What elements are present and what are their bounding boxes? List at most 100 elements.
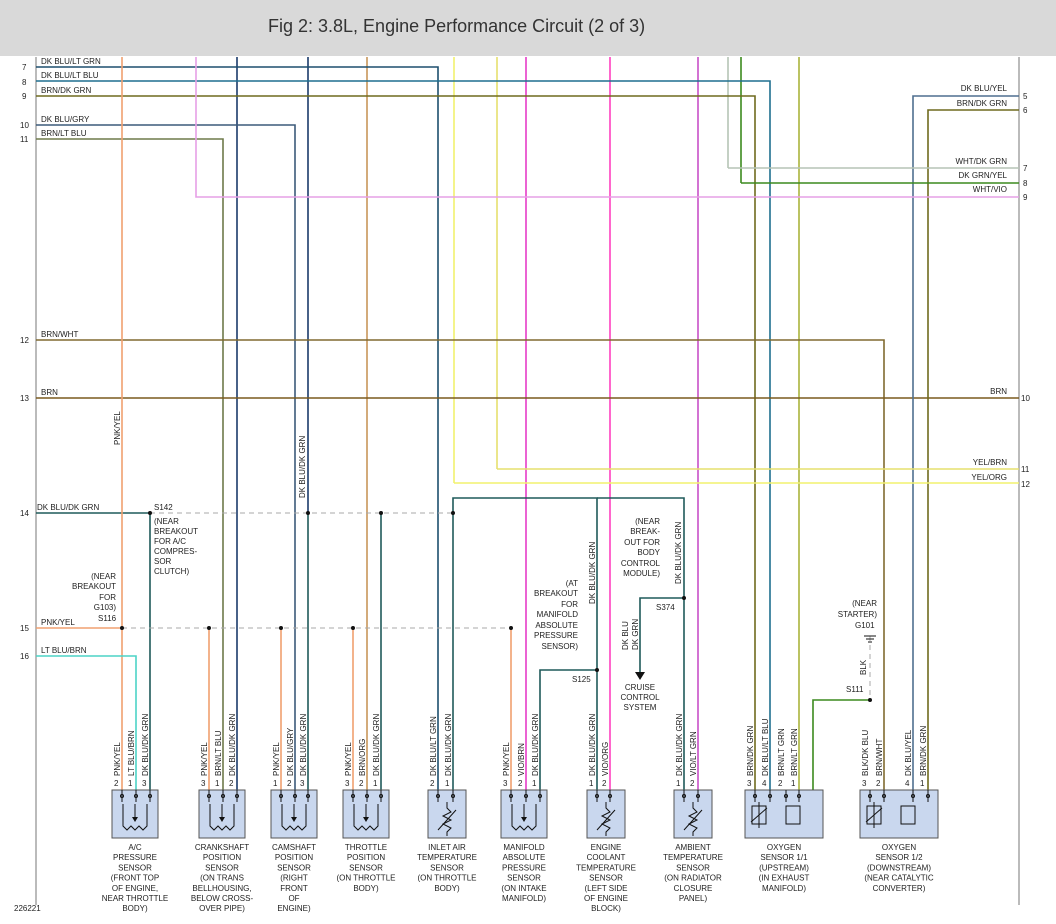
svg-text:SYSTEM: SYSTEM [624,703,657,712]
splice-dot [451,511,455,515]
sensor-pin-number: 2 [229,779,234,788]
heater-element-icon [900,805,916,825]
svg-text:MANIFOLD: MANIFOLD [537,610,579,619]
wire-dkblu-yel [912,95,1019,790]
splice-dot [279,626,283,630]
sensor-pin-socket [293,794,297,798]
sensor-pin-number: 1 [373,779,378,788]
sensor-caption-line: (ON THROTTLE [337,874,396,883]
sensor-wire-label: PNK/YEL [113,742,122,776]
vertical-wire-label: DK BLU/DK GRN [588,542,597,604]
left-pin: 11 [20,135,29,144]
sensor-caption-line: TEMPERATURE [663,853,723,862]
sensor-caption-line: SENSOR [205,863,239,872]
wire-label: BRN [990,387,1007,396]
variable-arrow-icon [865,807,883,823]
sensor-wire-label: DK BLU/DK GRN [141,714,150,776]
sensor-caption-line: BODY) [353,884,379,893]
sensor-wire-label: DK BLU/LT GRN [429,716,438,776]
svg-text:OUT FOR: OUT FOR [624,538,660,547]
svg-text:CONTROL: CONTROL [620,693,660,702]
sensor-pin-number: 1 [791,779,796,788]
sensor-caption-line: MANIFOLD) [762,884,806,893]
pressure-element-icon [511,804,537,831]
sensor-caption-line: SENSOR [589,874,623,883]
wire-s125-run [452,497,598,790]
wire-brn-dkgrn-r [927,109,1019,790]
sensor-caption-line: INLET AIR [428,843,466,852]
vertical-wire-label: PNK/YEL [113,411,122,445]
thermistor-icon [441,802,453,836]
splice-label: S116 [98,614,117,623]
svg-text:FOR: FOR [561,600,578,609]
sensor-pin-number: 1 [445,779,450,788]
sensor-pin-number: 2 [778,779,783,788]
sensor-pin-number: 3 [142,779,147,788]
sensor-pin-socket [509,794,513,798]
right-pin: 12 [1021,480,1030,489]
sensor-wire-label: BRN/DK GRN [919,726,928,776]
svg-text:BREAK-: BREAK- [630,527,660,536]
svg-text:BODY: BODY [637,548,660,557]
sensor-caption-line: POSITION [275,853,313,862]
sensor-caption-line: OVER PIPE) [199,904,245,913]
wire-label: BRN/WHT [41,330,78,339]
sensor-caption-line: CLOSURE [674,884,713,893]
ground-note: (NEAR STARTER) [838,599,878,619]
thermistor-icon [687,802,699,836]
sensor-pin-socket [351,794,355,798]
wire-label: WHT/VIO [973,185,1007,194]
sensor-pin-number: 2 [518,779,523,788]
vertical-wire-label: DK BLU/DK GRN [298,436,307,498]
splice-dot [120,626,124,630]
sensor-caption-line: OF ENGINE [584,894,628,903]
sensor-pin-socket [451,794,455,798]
sensor-pin-socket [753,794,757,798]
sensor-pin-number: 3 [503,779,508,788]
splice-buses [122,512,871,700]
sensor-wire-label: BLK/DK BLU [861,730,870,776]
left-pin: 13 [20,394,29,403]
sensor-pin-number: 3 [345,779,350,788]
cruise-control-label: CRUISE CONTROL SYSTEM [620,683,660,712]
sensor-caption-line: (NEAR CATALYTIC [864,874,934,883]
right-pin: 8 [1023,179,1028,188]
svg-text:CLUTCH): CLUTCH) [154,567,189,576]
arrow-icon [132,817,138,822]
sensor-caption-line: TEMPERATURE [417,853,477,862]
sensor-caption-line: POSITION [347,853,385,862]
sensor-caption-line: AMBIENT [675,843,711,852]
ground-label: G101 [855,621,875,630]
sensor-caption-line: BODY) [122,904,148,913]
sensor-body [859,789,939,839]
right-pin: 5 [1023,92,1028,101]
sensor-wire-label: DK BLU/DK GRN [531,714,540,776]
left-pin: 16 [20,652,29,661]
thermistor-icon [600,802,612,836]
sensor-wire-label: BRN/LT GRN [790,728,799,776]
arrow-icon [291,817,297,822]
sensor-wire-label: PNK/YEL [344,742,353,776]
wire-ltblu-brn [36,655,137,790]
splice-label: S111 [846,685,864,694]
wire-brn-ltblu [36,138,224,790]
sensor-pin-number: 2 [359,779,364,788]
sensor-caption-line: CRANKSHAFT [195,843,249,852]
sensor-pin-socket [682,794,686,798]
sensor-wire-label: PNK/YEL [502,742,511,776]
sensor-caption-line: FRONT [280,884,308,893]
wires [36,57,1019,790]
wire-dkblu-ltgrn [36,66,439,790]
wire-wht-vio [195,57,1019,198]
sensor-caption-line: SENSOR [118,863,152,872]
sensor-pin-number: 2 [430,779,435,788]
wire-label: DK BLU/LT GRN [41,57,101,66]
wire-label: DK BLU/GRY [41,115,90,124]
sensor-wire-label: PNK/YEL [200,742,209,776]
svg-text:MODULE): MODULE) [623,569,660,578]
sensor-pin-socket [379,794,383,798]
sensor-pin-socket [120,794,124,798]
